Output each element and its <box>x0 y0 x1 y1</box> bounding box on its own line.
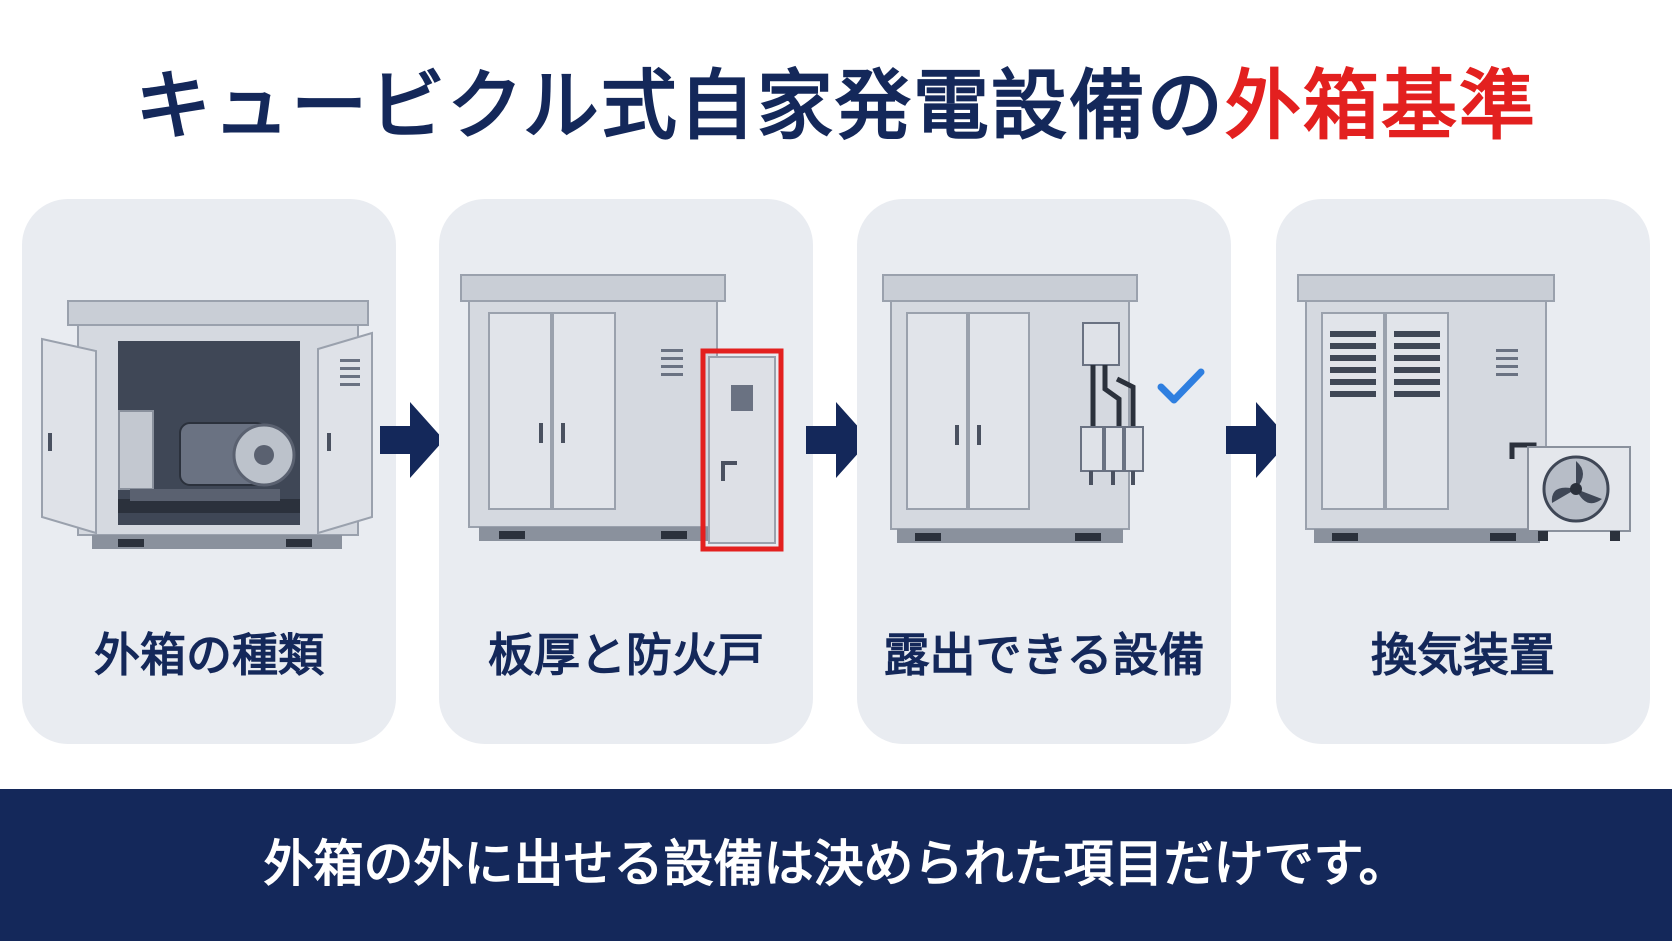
card-plate-thickness-fire-door: 板厚と防火戸 <box>439 199 813 744</box>
arrow-right-icon <box>806 402 870 478</box>
card-label: 露出できる設備 <box>883 628 1205 682</box>
arrow-right-icon <box>380 402 444 478</box>
card-enclosure-types: 外箱の種類 <box>22 199 396 744</box>
cabinet-ventilation-illustration <box>1297 274 1631 543</box>
cabinet-fire-door-illustration <box>460 274 784 552</box>
card-ventilation-equipment: 換気装置 <box>1276 199 1650 744</box>
cabinet-external-equipment-illustration <box>882 274 1144 543</box>
title-highlight: 外箱基準 <box>1224 61 1537 150</box>
card-exposed-equipment: 露出できる設備 <box>857 199 1231 744</box>
check-icon <box>1157 368 1205 404</box>
arrow-right-icon <box>1226 402 1290 478</box>
card-label: 換気装置 <box>1371 628 1555 682</box>
open-cabinet-illustration <box>41 300 373 549</box>
page-title: キュービクル式自家発電設備の外箱基準 <box>0 56 1672 156</box>
card-label: 外箱の種類 <box>94 628 324 682</box>
card-label: 板厚と防火戸 <box>488 628 764 682</box>
title-main: キュービクル式自家発電設備の <box>135 61 1225 150</box>
footer-banner: 外箱の外に出せる設備は決められた項目だけです。 <box>0 789 1672 941</box>
footer-text: 外箱の外に出せる設備は決められた項目だけです。 <box>263 835 1409 893</box>
